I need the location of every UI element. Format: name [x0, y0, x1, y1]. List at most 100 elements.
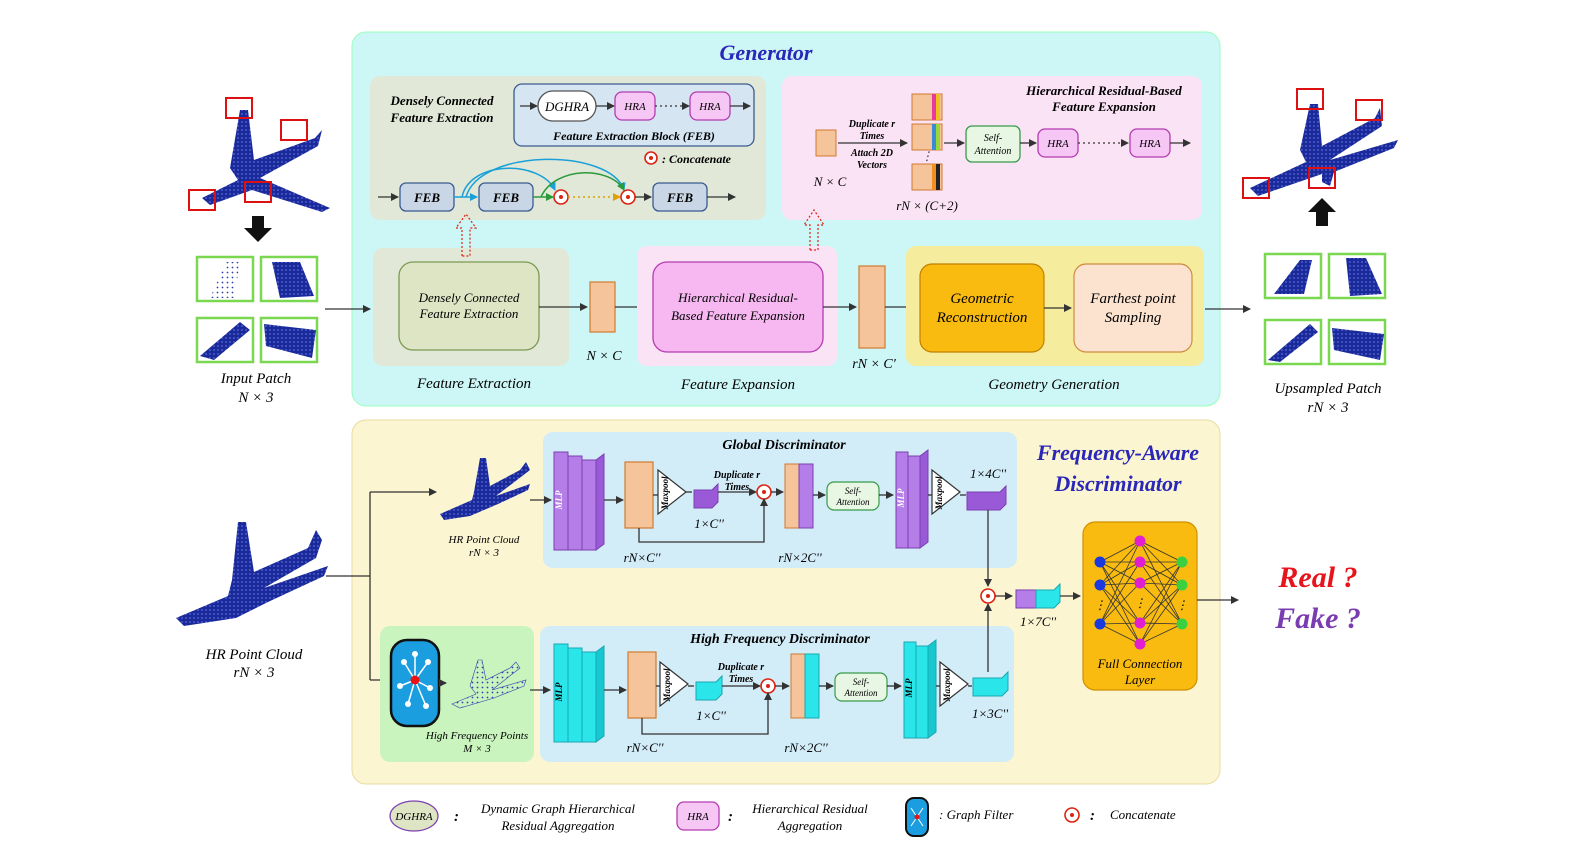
dup-high-1: Duplicate r: [717, 662, 764, 673]
crop-box-1: [225, 97, 253, 119]
legend-dghra-desc-2: Residual Aggregation: [500, 818, 614, 833]
mlp-stack-high: [553, 643, 605, 743]
legend-hra-icon: [676, 801, 720, 831]
dup-text-1: Duplicate r: [848, 119, 895, 130]
fc-label-1: Full Connection: [1097, 656, 1183, 671]
dcfe-block-text-1: Densely Connected: [418, 290, 520, 305]
output-patches: [1263, 252, 1387, 366]
c1-label-global: 1×C'': [694, 516, 724, 531]
fc-network-nodes: ⋮ ⋮ ⋮: [1094, 535, 1188, 650]
maxpool-label-high-1: Maxpool: [662, 668, 672, 703]
dup-text-3: Attach 2D: [850, 148, 893, 159]
hr-small-dim: rN × 3: [469, 547, 500, 559]
rnc-feature-global: [624, 461, 654, 529]
out-crop-box-1: [1296, 88, 1324, 110]
disc-title-2: Discriminator: [1053, 471, 1182, 496]
hra-label-2: HRA: [698, 101, 721, 113]
rn2c-label-high: rN×2C'': [784, 740, 827, 755]
input-patches: [195, 255, 319, 364]
up-arrow-hrbfe: [802, 208, 826, 251]
crop-box-4: [188, 189, 216, 211]
hra-label-4: HRA: [1138, 138, 1161, 150]
hr-big-label: HR Point Cloud: [205, 647, 303, 663]
legend-dghra-icon: [389, 800, 439, 832]
hr-small-label: HR Point Cloud: [448, 534, 520, 546]
legend-dghra-desc-1: Dynamic Graph Hierarchical: [480, 801, 635, 816]
feb-label-1: FEB: [413, 190, 440, 205]
fe-stage-label: Feature Extraction: [416, 376, 531, 392]
out-crop-box-2: [1355, 99, 1383, 121]
fexp-stage-label: Feature Expansion: [680, 377, 795, 393]
self-global-1: Self-: [845, 486, 862, 496]
self-high-1: Self-: [853, 677, 870, 687]
mlp-label-global-2: MLP: [896, 488, 906, 509]
dcfe-block-text-2: Feature Extraction: [419, 306, 519, 321]
self-att-text-1: Self-: [984, 133, 1002, 144]
legend-graph-filter-label: : Graph Filter: [939, 807, 1014, 822]
hf-points-label: High Frequency Points: [425, 730, 528, 742]
dup-text-4: Vectors: [857, 160, 887, 171]
real-label: Real ?: [1277, 561, 1357, 594]
mlp-label-high-2: MLP: [904, 678, 914, 699]
hrbfe-block-text-2: Based Feature Expansion: [671, 308, 805, 323]
hf-points-dim: M × 3: [462, 743, 491, 755]
legend-colon-3: :: [1090, 808, 1095, 824]
feb-title: Feature Extraction Block (FEB): [552, 129, 715, 143]
fps-block: [1073, 263, 1193, 353]
legend-hra-label: HRA: [686, 811, 709, 823]
c7-vector-part2: [1035, 582, 1061, 609]
hrbfe-title-2: Feature Expansion: [1051, 99, 1156, 114]
global-disc-title: Global Discriminator: [722, 438, 846, 453]
legend-hra-desc-2: Aggregation: [777, 818, 843, 833]
crop-box-3: [244, 181, 272, 203]
fake-label: Fake ?: [1274, 602, 1361, 635]
duplicated-features-stack: ⋮: [911, 93, 943, 191]
maxpool-label-global-1: Maxpool: [660, 476, 670, 511]
disc-title-1: Frequency-Aware: [1036, 440, 1199, 465]
maxpool-global-1: [657, 468, 687, 516]
nc-feature-small: [815, 129, 837, 157]
rnc2-label: rN × (C+2): [896, 198, 958, 213]
geo-rec-block: [919, 263, 1045, 353]
out-crop-box-4: [1242, 177, 1270, 199]
pooled-vector-global: [693, 482, 719, 509]
hrbfe-title-1: Hierarchical Residual-Based: [1025, 83, 1182, 98]
feb-label-2: FEB: [492, 190, 519, 205]
svg-text:⋮: ⋮: [1134, 596, 1146, 610]
rnc-prime-feature: [858, 265, 886, 349]
legend-dghra-label: DGHRA: [394, 811, 433, 823]
maxpool-high-2: [939, 660, 969, 708]
svg-text:⋮: ⋮: [921, 149, 933, 163]
input-patch-dim: N × 3: [237, 390, 273, 406]
high-disc-box: [540, 626, 1014, 762]
pooled-vector-high: [695, 674, 723, 701]
dcfe-title-1: Densely Connected: [390, 93, 494, 108]
self-high-2: Attention: [844, 688, 878, 698]
input-airplane: [202, 110, 330, 212]
self-attention-high: [834, 672, 888, 702]
hr-big-dim: rN × 3: [234, 665, 275, 681]
rnc-feature-high: [627, 651, 657, 719]
dghra-label: DGHRA: [544, 99, 589, 114]
dcfe-title-2: Feature Extraction: [390, 110, 494, 125]
maxpool-label-high-2: Maxpool: [942, 668, 952, 703]
fps-text-1: Farthest point: [1089, 291, 1176, 307]
hr-cloud-big: [176, 522, 328, 626]
dup-high-2: Times: [729, 674, 754, 685]
rn2c-feature-global: [798, 463, 814, 529]
geo-stage-label: Geometry Generation: [988, 377, 1119, 393]
fc-label-2: Layer: [1124, 672, 1156, 687]
up-patch-dim: rN × 3: [1308, 400, 1349, 416]
mlp-label-high-1: MLP: [554, 682, 564, 703]
maxpool-label-global-2: Maxpool: [934, 476, 944, 511]
dup-global-1: Duplicate r: [713, 470, 760, 481]
rnc-label-high: rN×C'': [627, 740, 664, 755]
feb-label-3: FEB: [666, 190, 693, 205]
hr-cloud-small: [440, 458, 530, 520]
rn2c-label-global: rN×2C'': [778, 550, 821, 565]
nc-feature: [589, 281, 616, 333]
legend-colon-1: :: [454, 809, 459, 825]
rn2c-feature-high: [804, 653, 820, 719]
concat-note: : Concatenate: [662, 152, 732, 166]
